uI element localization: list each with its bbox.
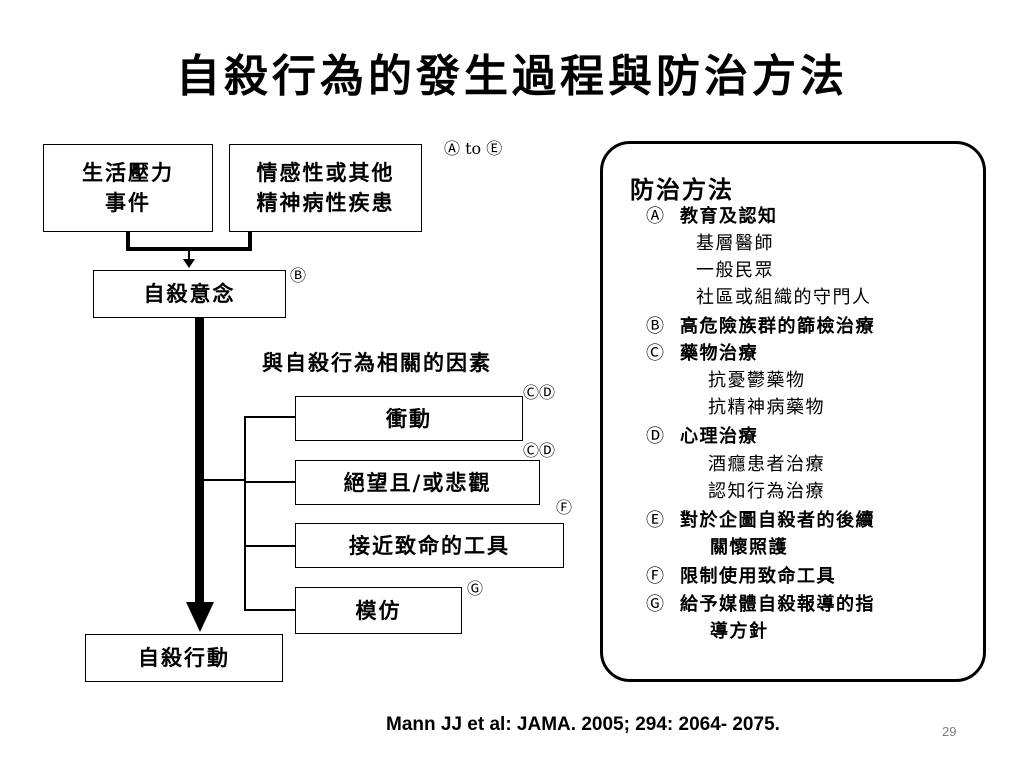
method-item-f: Ⓕ 限制使用致命工具 <box>646 563 836 590</box>
life-stress-box: 生活壓力 事件 <box>43 144 213 232</box>
marker-c: Ⓒ <box>646 343 666 364</box>
connector-right-vertical <box>248 231 252 251</box>
method-d-sub-2: 認知行為治療 <box>708 481 825 502</box>
life-stress-line1: 生活壓力 <box>82 160 174 185</box>
method-b-text: 高危險族群的篩檢治療 <box>680 316 875 337</box>
marker-e: Ⓔ <box>646 510 666 531</box>
method-a-sub-1: 基層醫師 <box>696 233 774 254</box>
suicidal-ideation-box: 自殺意念 <box>93 270 286 318</box>
factor-bracket-vertical <box>244 416 246 611</box>
page-title: 自殺行為的發生過程與防治方法 <box>176 51 848 102</box>
marker-d: Ⓓ <box>646 426 666 447</box>
method-g-text-cont: 導方針 <box>710 621 769 642</box>
marker-g: Ⓖ <box>646 594 666 615</box>
mental-illness-box: 情感性或其他 精神病性疾患 <box>229 144 422 232</box>
prevention-methods-title: 防治方法 <box>630 175 734 204</box>
method-item-a: Ⓐ 教育及認知 <box>646 203 778 230</box>
connector-down <box>188 249 190 261</box>
factor-hopelessness-box: 絕望且/或悲觀 <box>295 460 540 505</box>
page-number: 29 <box>942 724 957 739</box>
method-item-g: Ⓖ 給予媒體自殺報導的指 <box>646 591 875 618</box>
factor-tick-4 <box>244 609 295 611</box>
arrow-to-ideation-icon <box>183 259 195 268</box>
method-d-sub-1: 酒癮患者治療 <box>708 454 825 475</box>
factor-tick-1 <box>244 416 295 418</box>
method-item-b: Ⓑ 高危險族群的篩檢治療 <box>646 313 875 340</box>
method-a-sub-3: 社區或組織的守門人 <box>696 287 872 308</box>
tag-cd-hopeless: ⒸⒹ <box>523 441 556 460</box>
tag-b: Ⓑ <box>290 266 307 285</box>
marker-b: Ⓑ <box>646 316 666 337</box>
method-g-text: 給予媒體自殺報導的指 <box>680 594 875 615</box>
tag-a-to-e: Ⓐ to Ⓔ <box>444 139 503 158</box>
method-c-sub-1: 抗憂鬱藥物 <box>708 370 806 391</box>
factor-tick-2 <box>244 481 295 483</box>
connector-left-vertical <box>126 231 130 251</box>
method-c-text: 藥物治療 <box>680 343 758 364</box>
factor-tick-3 <box>244 545 295 547</box>
method-d-text: 心理治療 <box>680 426 758 447</box>
factors-heading: 與自殺行為相關的因素 <box>262 350 492 375</box>
citation: Mann JJ et al: JAMA. 2005; 294: 2064- 20… <box>386 714 780 735</box>
method-a-text: 教育及認知 <box>680 206 778 227</box>
prevention-methods-panel <box>600 141 986 682</box>
suicidal-action-box: 自殺行動 <box>85 634 283 682</box>
tag-cd-impulse: ⒸⒹ <box>523 383 556 402</box>
method-item-c: Ⓒ 藥物治療 <box>646 340 758 367</box>
main-arrow-shaft <box>195 318 204 604</box>
tag-f: Ⓕ <box>556 498 573 517</box>
mental-illness-line1: 情感性或其他 <box>256 160 395 185</box>
factor-impulsivity-box: 衝動 <box>295 396 523 441</box>
tag-g: Ⓖ <box>467 579 484 598</box>
life-stress-line2: 事件 <box>105 190 151 215</box>
mental-illness-line2: 精神病性疾患 <box>256 190 395 215</box>
main-arrow-head-icon <box>186 602 214 632</box>
marker-f: Ⓕ <box>646 566 666 587</box>
method-e-text-cont: 關懷照護 <box>710 537 788 558</box>
method-c-sub-2: 抗精神病藥物 <box>708 397 825 418</box>
method-e-text: 對於企圖自殺者的後續 <box>680 510 875 531</box>
marker-a: Ⓐ <box>646 206 666 227</box>
method-item-e: Ⓔ 對於企圖自殺者的後續 <box>646 507 875 534</box>
method-a-sub-2: 一般民眾 <box>696 260 774 281</box>
method-f-text: 限制使用致命工具 <box>680 566 836 587</box>
method-item-d: Ⓓ 心理治療 <box>646 423 758 450</box>
factor-lethal-means-box: 接近致命的工具 <box>295 523 564 568</box>
factor-bracket-join <box>204 479 245 481</box>
factor-imitation-box: 模仿 <box>295 587 462 634</box>
